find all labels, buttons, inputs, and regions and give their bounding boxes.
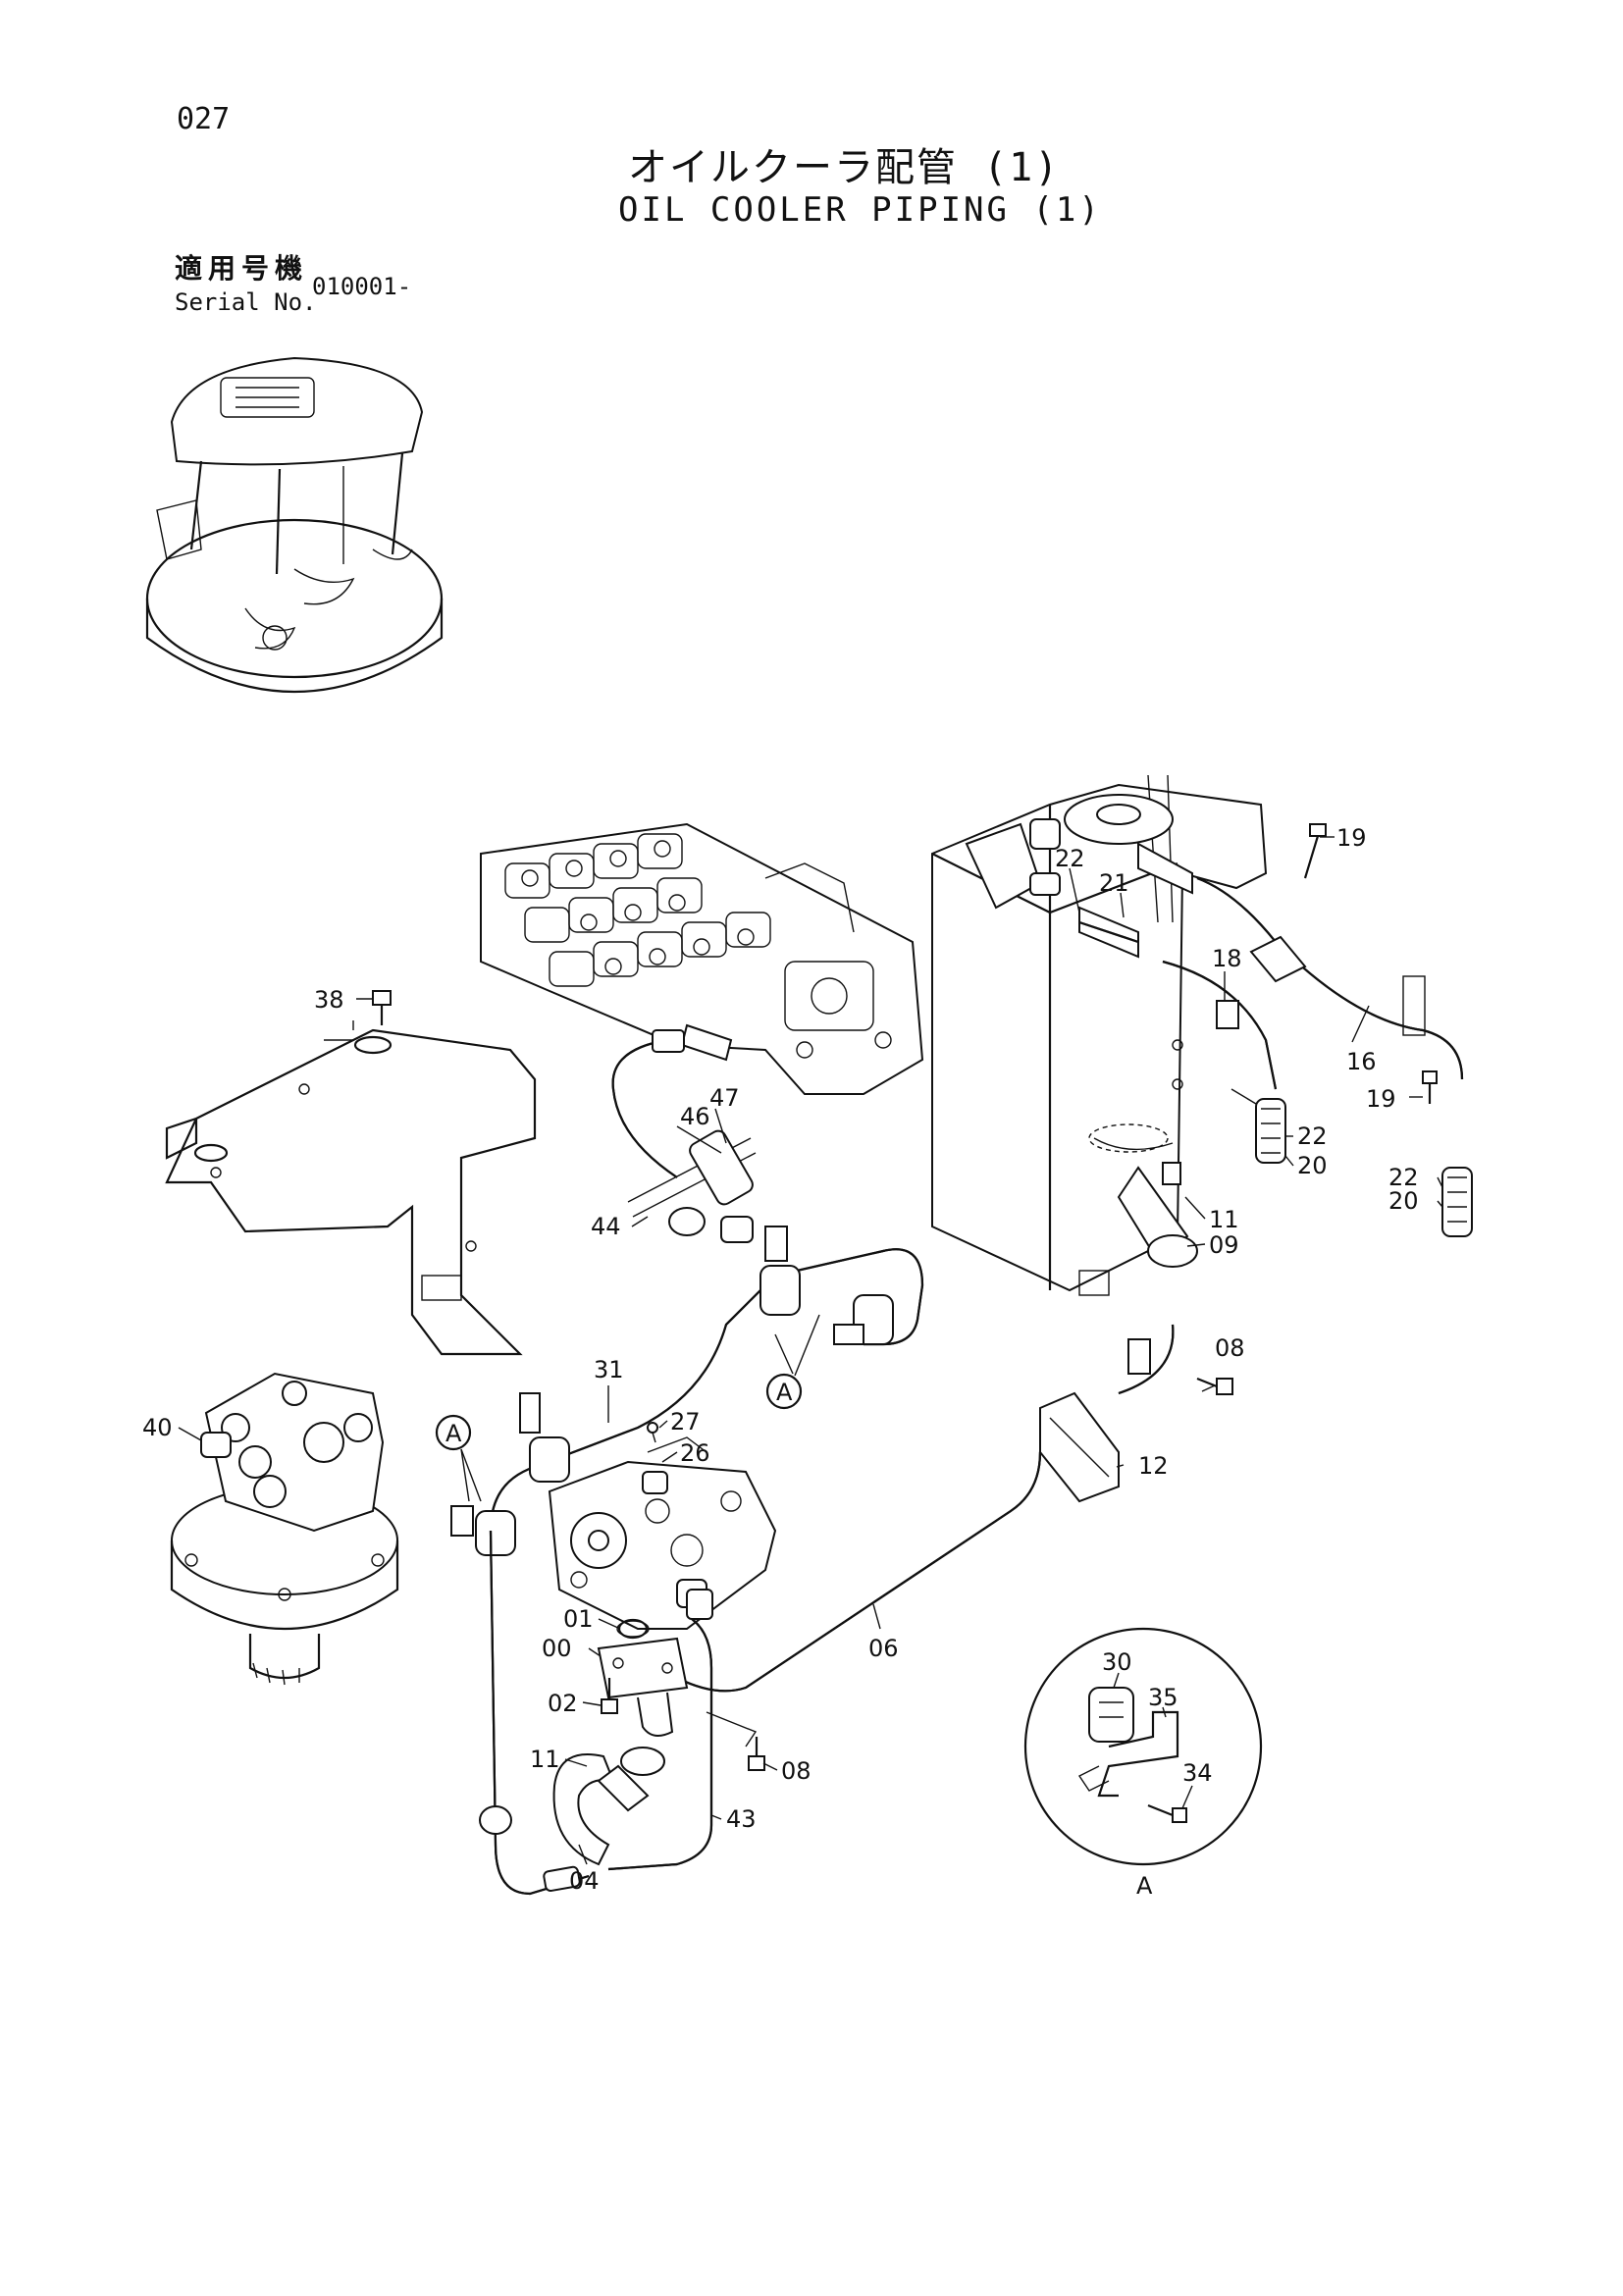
control-valve-assembly: [480, 822, 924, 1095]
frame-plate: [165, 1020, 537, 1356]
callout-21: 21: [1099, 869, 1129, 897]
callout-12: 12: [1138, 1452, 1169, 1480]
page-title-english: OIL COOLER PIPING (1): [618, 190, 1102, 230]
detail-a-view: [1023, 1627, 1263, 1866]
callout-08-bottom: 08: [781, 1757, 812, 1785]
elbow-09: [1117, 1162, 1198, 1268]
callout-27: 27: [670, 1408, 701, 1435]
callout-47: 47: [709, 1084, 740, 1112]
callout-38: 38: [314, 986, 344, 1014]
detail-a-reference-left-label: A: [445, 1420, 462, 1447]
callout-46: 46: [680, 1103, 710, 1130]
callout-22-installed: 22: [1297, 1122, 1328, 1150]
callout-43: 43: [726, 1805, 757, 1833]
pipe-31: [489, 1248, 924, 1532]
callout-31: 31: [594, 1356, 624, 1383]
bolt-08-bottom: [748, 1737, 765, 1771]
callout-09: 09: [1209, 1231, 1239, 1259]
callout-16: 16: [1346, 1048, 1377, 1075]
hose-44: [611, 1029, 757, 1243]
clamp-brackets: [450, 1226, 894, 1556]
callout-22-top: 22: [1055, 845, 1085, 872]
serial-label-english: Serial No.: [175, 288, 317, 316]
callout-18: 18: [1212, 945, 1242, 972]
callout-04: 04: [569, 1867, 600, 1895]
callout-06: 06: [868, 1635, 899, 1662]
serial-number: 010001-: [312, 273, 412, 300]
swing-motor: [170, 1372, 399, 1686]
callout-44: 44: [591, 1213, 621, 1240]
pipe-16: [1196, 876, 1464, 1080]
leader-lines: [178, 836, 1443, 1865]
callout-26: 26: [680, 1439, 710, 1467]
pipe-21: [1078, 920, 1139, 944]
pipe-06: [676, 1324, 1175, 1693]
bolt-19-bottom: [1422, 1070, 1438, 1104]
elbow-11: [552, 1747, 665, 1866]
pipe-04: [479, 1530, 590, 1896]
callout-labels: 19 22 21 18 16 19 22 20 22 20 38 46 47 4…: [142, 824, 1419, 1900]
callout-11-bottom: 11: [530, 1746, 560, 1773]
callout-19-top: 19: [1336, 824, 1367, 852]
callout-40: 40: [142, 1414, 173, 1441]
bolts: [372, 823, 1438, 1771]
callout-00: 00: [542, 1635, 572, 1662]
pump-assembly: [548, 1436, 777, 1630]
callout-08-right: 08: [1215, 1334, 1245, 1362]
detail-a-reference-left: [435, 1414, 482, 1502]
callout-30: 30: [1102, 1648, 1132, 1676]
bolt-38: [372, 990, 392, 1025]
callout-19-bottom: 19: [1366, 1085, 1396, 1113]
hose-43: [607, 1589, 758, 1871]
pipe-18: [1162, 960, 1278, 1090]
strainer-22-20-loose: [1441, 1167, 1473, 1237]
fitting-27: [647, 1422, 658, 1443]
detail-a-reference-center-label: A: [776, 1379, 793, 1406]
machine-overview-illustration: [145, 356, 444, 693]
bolt-19-top: [1303, 823, 1327, 879]
callout-20-installed: 20: [1297, 1152, 1328, 1179]
callout-22-loose: 22: [1388, 1164, 1419, 1191]
bolt-08-right: [1196, 1377, 1233, 1395]
detail-a-label: A: [1136, 1872, 1153, 1900]
page-title-japanese: オイルクーラ配管 (1): [628, 145, 1061, 190]
bolt-02: [601, 1678, 618, 1714]
callout-02: 02: [548, 1690, 578, 1717]
cover-12: [1039, 1391, 1120, 1503]
callout-34: 34: [1182, 1759, 1213, 1787]
callout-35: 35: [1148, 1684, 1178, 1711]
callout-20-loose: 20: [1388, 1187, 1419, 1215]
detail-a-reference-center: [765, 1314, 820, 1410]
strainer-22-20-installed: [1230, 1088, 1286, 1164]
page-number: 027: [177, 102, 231, 136]
serial-label-japanese: 適用号機: [175, 252, 309, 285]
callout-01: 01: [563, 1605, 594, 1633]
oil-cooler-unit: [931, 774, 1268, 1296]
flange-00: [597, 1620, 689, 1737]
callout-11-top: 11: [1209, 1206, 1239, 1233]
